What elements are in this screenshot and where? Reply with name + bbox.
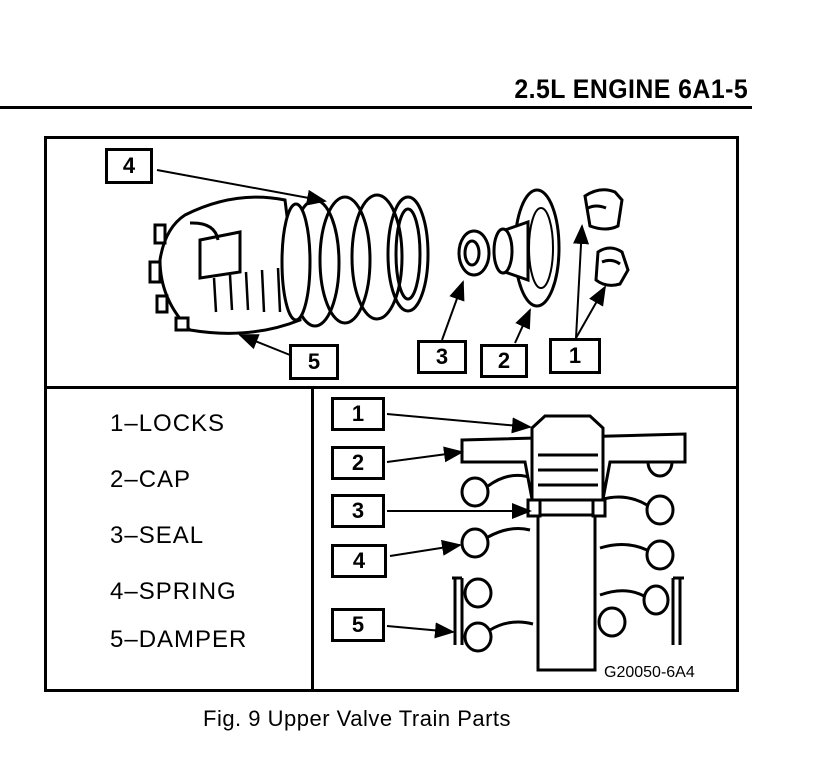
top-leader-lines bbox=[156, 169, 606, 356]
legend-item-locks: 1–LOCKS bbox=[110, 410, 226, 437]
locks-section bbox=[530, 414, 605, 502]
seal-drawing bbox=[457, 229, 491, 277]
header-rule bbox=[0, 106, 752, 109]
callout-top-seal: 3 bbox=[417, 340, 467, 374]
valve-stem-section bbox=[536, 508, 597, 672]
page-header-title: 2.5L ENGINE 6A1-5 bbox=[514, 74, 748, 104]
figure-code: G20050-6A4 bbox=[604, 664, 695, 681]
locks-drawing bbox=[583, 188, 630, 287]
legend-item-spring: 4–SPRING bbox=[110, 578, 237, 605]
figure-divider-vertical bbox=[311, 388, 314, 690]
figure-frame bbox=[44, 136, 739, 692]
legend-item-seal: 3–SEAL bbox=[110, 522, 205, 549]
damper-section bbox=[452, 576, 684, 645]
callout-bottom-cap: 2 bbox=[331, 446, 385, 480]
callout-top-locks: 1 bbox=[549, 338, 601, 374]
spring-section bbox=[460, 446, 675, 653]
callout-bottom-spring: 4 bbox=[331, 544, 387, 578]
callout-top-spring: 4 bbox=[105, 148, 153, 184]
bottom-leader-lines bbox=[386, 413, 532, 639]
figure-caption: Fig. 9 Upper Valve Train Parts bbox=[203, 706, 512, 731]
callout-bottom-locks: 1 bbox=[331, 397, 385, 431]
damper-drawing bbox=[148, 195, 312, 335]
callout-top-cap: 2 bbox=[480, 344, 528, 378]
cap-drawing bbox=[492, 188, 561, 308]
callout-bottom-seal: 3 bbox=[331, 494, 385, 528]
callout-bottom-damper: 5 bbox=[331, 608, 385, 642]
legend-item-cap: 2–CAP bbox=[110, 466, 192, 493]
callout-top-damper: 5 bbox=[289, 344, 339, 380]
legend-item-damper: 5–DAMPER bbox=[110, 626, 248, 653]
figure-divider-horizontal bbox=[44, 386, 739, 389]
spring-drawing bbox=[289, 193, 430, 328]
